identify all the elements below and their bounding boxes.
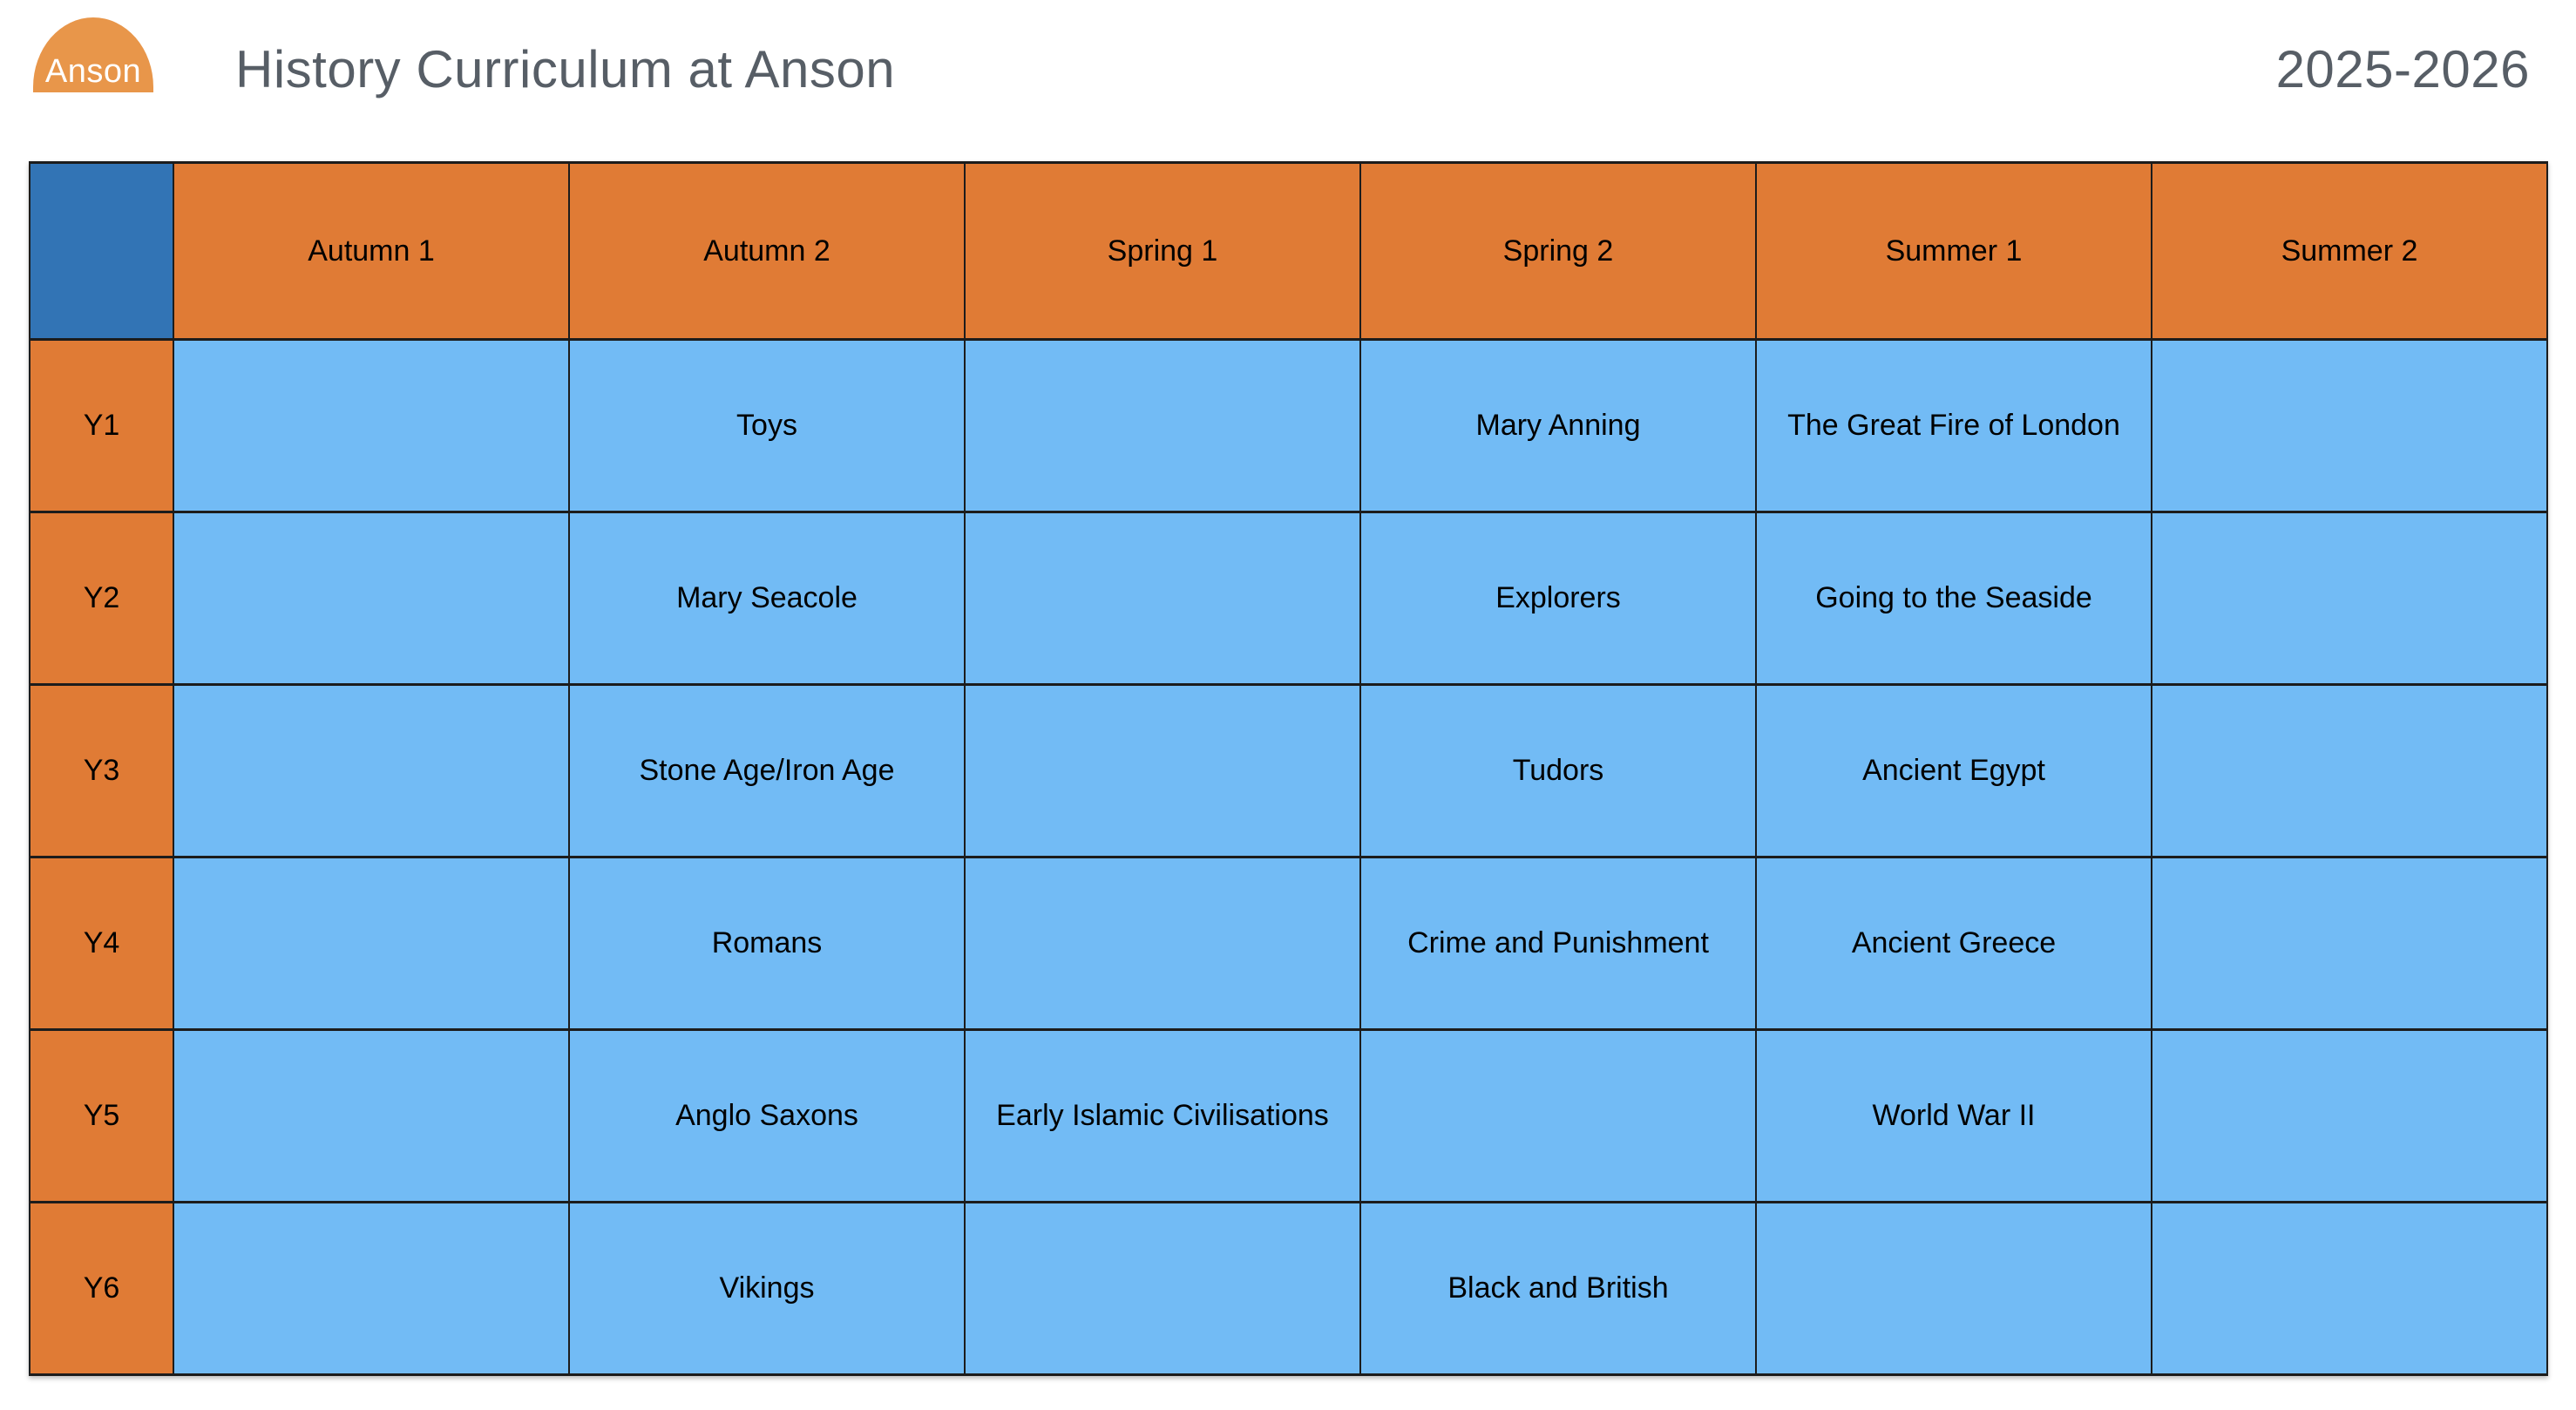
cell-y4-summer-1: Ancient Greece (1755, 856, 2152, 1031)
corner-cell (29, 161, 174, 341)
cell-y1-spring-1 (964, 338, 1361, 513)
cell-y3-spring-1 (964, 683, 1361, 858)
row-label-y6: Y6 (29, 1201, 174, 1376)
cell-y6-summer-2 (2151, 1201, 2548, 1376)
cell-y5-summer-1: World War II (1755, 1028, 2152, 1203)
cell-y4-summer-2 (2151, 856, 2548, 1031)
cell-y1-summer-1: The Great Fire of London (1755, 338, 2152, 513)
row-label-y4: Y4 (29, 856, 174, 1031)
cell-y5-autumn-2: Anglo Saxons (568, 1028, 966, 1203)
cell-y3-summer-2 (2151, 683, 2548, 858)
row-label-y5: Y5 (29, 1028, 174, 1203)
column-header-spring-1: Spring 1 (964, 161, 1361, 341)
table-header-row: Autumn 1 Autumn 2 Spring 1 Spring 2 Summ… (29, 161, 2548, 341)
column-header-summer-1: Summer 1 (1755, 161, 2152, 341)
row-label-y3: Y3 (29, 683, 174, 858)
row-label-y2: Y2 (29, 511, 174, 686)
cell-y2-summer-2 (2151, 511, 2548, 686)
cell-y5-autumn-1 (173, 1028, 570, 1203)
column-header-autumn-2: Autumn 2 (568, 161, 966, 341)
cell-y3-autumn-1 (173, 683, 570, 858)
table-row-y2: Y2 Mary Seacole Explorers Going to the S… (29, 511, 2548, 686)
table-row-y1: Y1 Toys Mary Anning The Great Fire of Lo… (29, 338, 2548, 513)
cell-y5-spring-1: Early Islamic Civilisations (964, 1028, 1361, 1203)
cell-y2-spring-1 (964, 511, 1361, 686)
table-row-y4: Y4 Romans Crime and Punishment Ancient G… (29, 856, 2548, 1031)
cell-y4-autumn-2: Romans (568, 856, 966, 1031)
curriculum-table: Autumn 1 Autumn 2 Spring 1 Spring 2 Summ… (29, 161, 2548, 1376)
cell-y1-autumn-1 (173, 338, 570, 513)
logo-text: Anson (44, 53, 142, 90)
cell-y1-summer-2 (2151, 338, 2548, 513)
cell-y6-spring-1 (964, 1201, 1361, 1376)
table-row-y3: Y3 Stone Age/Iron Age Tudors Ancient Egy… (29, 683, 2548, 858)
cell-y2-autumn-1 (173, 511, 570, 686)
column-header-summer-2: Summer 2 (2151, 161, 2548, 341)
cell-y5-spring-2 (1359, 1028, 1757, 1203)
cell-y5-summer-2 (2151, 1028, 2548, 1203)
page-title: History Curriculum at Anson (235, 40, 896, 98)
column-header-spring-2: Spring 2 (1359, 161, 1757, 341)
cell-y4-spring-1 (964, 856, 1361, 1031)
cell-y3-autumn-2: Stone Age/Iron Age (568, 683, 966, 858)
cell-y6-summer-1 (1755, 1201, 2152, 1376)
cell-y3-summer-1: Ancient Egypt (1755, 683, 2152, 858)
cell-y2-spring-2: Explorers (1359, 511, 1757, 686)
cell-y6-autumn-2: Vikings (568, 1201, 966, 1376)
cell-y6-autumn-1 (173, 1201, 570, 1376)
cell-y3-spring-2: Tudors (1359, 683, 1757, 858)
cell-y6-spring-2: Black and British (1359, 1201, 1757, 1376)
cell-y1-autumn-2: Toys (568, 338, 966, 513)
row-label-y1: Y1 (29, 338, 174, 513)
cell-y2-autumn-2: Mary Seacole (568, 511, 966, 686)
table-row-y5: Y5 Anglo Saxons Early Islamic Civilisati… (29, 1028, 2548, 1203)
cell-y4-autumn-1 (173, 856, 570, 1031)
table-row-y6: Y6 Vikings Black and British (29, 1201, 2548, 1376)
column-header-autumn-1: Autumn 1 (173, 161, 570, 341)
cell-y2-summer-1: Going to the Seaside (1755, 511, 2152, 686)
cell-y4-spring-2: Crime and Punishment (1359, 856, 1757, 1031)
academic-year: 2025-2026 (2275, 40, 2530, 98)
anson-logo: Anson (33, 17, 153, 92)
cell-y1-spring-2: Mary Anning (1359, 338, 1757, 513)
